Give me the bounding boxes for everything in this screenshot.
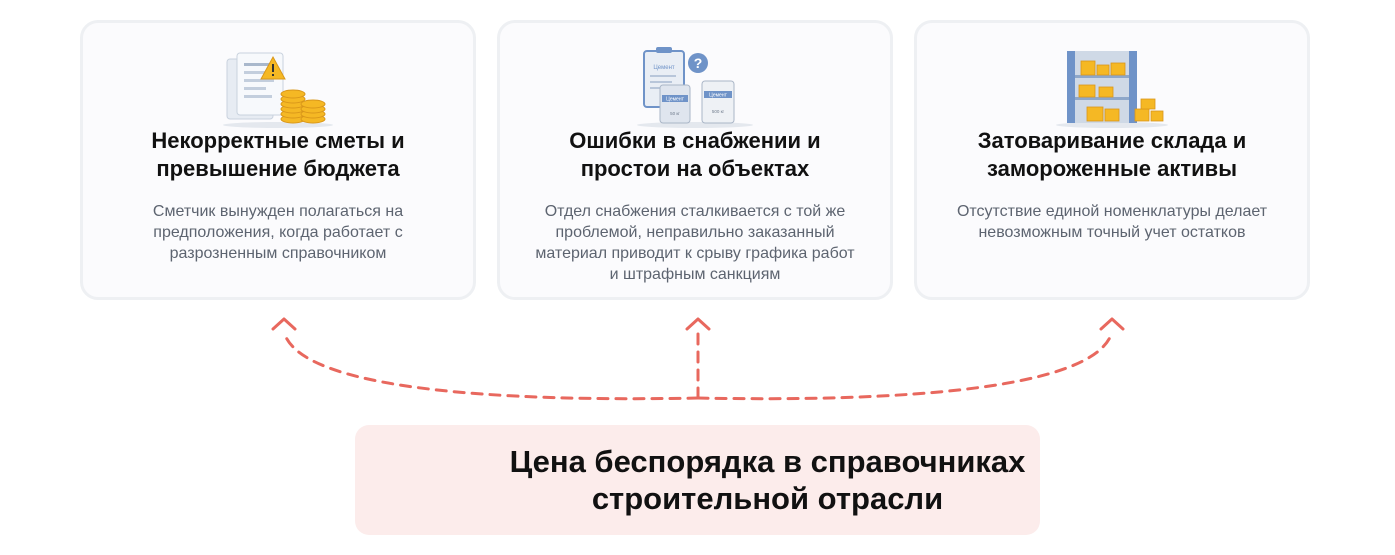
card-estimates: Некорректные сметы и превышение бюджета … [80,20,476,300]
bag-label: Цемент [653,65,675,71]
card-supply: Цемент Цемент 50 кг Цемент 500 кг ? Ошиб… [497,20,893,300]
arrow-left [282,330,700,401]
card-description: Отсутствие единой номенклатуры делает не… [956,203,1268,241]
warehouse-shelves-icon [1056,51,1168,128]
svg-text:?: ? [694,55,703,71]
card-title: Некорректные сметы и превышение бюджета [151,128,405,181]
bag-label: Цемент [666,97,684,103]
summary-banner: Цена беспорядка в справочниках строитель… [355,425,1040,535]
card-description: Отдел снабжения сталкивается с той же пр… [535,203,855,283]
arrowhead-center [685,317,711,331]
bag-weight: 500 кг [712,109,725,114]
card-warehouse: Затоваривание склада и замороженные акти… [914,20,1310,300]
card-description: Сметчик вынужден полагаться на предполож… [152,203,404,262]
arrowhead-right [1099,317,1125,331]
card-title: Ошибки в снабжении и простои на объектах [569,128,821,181]
documents-coins-icon [223,52,333,128]
bag-weight: 50 кг [670,111,680,116]
banner-title: Цена беспорядка в справочниках строитель… [509,444,1026,516]
arrow-right [696,330,1114,401]
bag-label: Цемент [709,93,727,99]
cement-bags-question-icon: Цемент Цемент 50 кг Цемент 500 кг ? [637,47,753,128]
card-title: Затоваривание склада и замороженные акти… [977,128,1247,181]
arrowhead-left [271,317,297,331]
